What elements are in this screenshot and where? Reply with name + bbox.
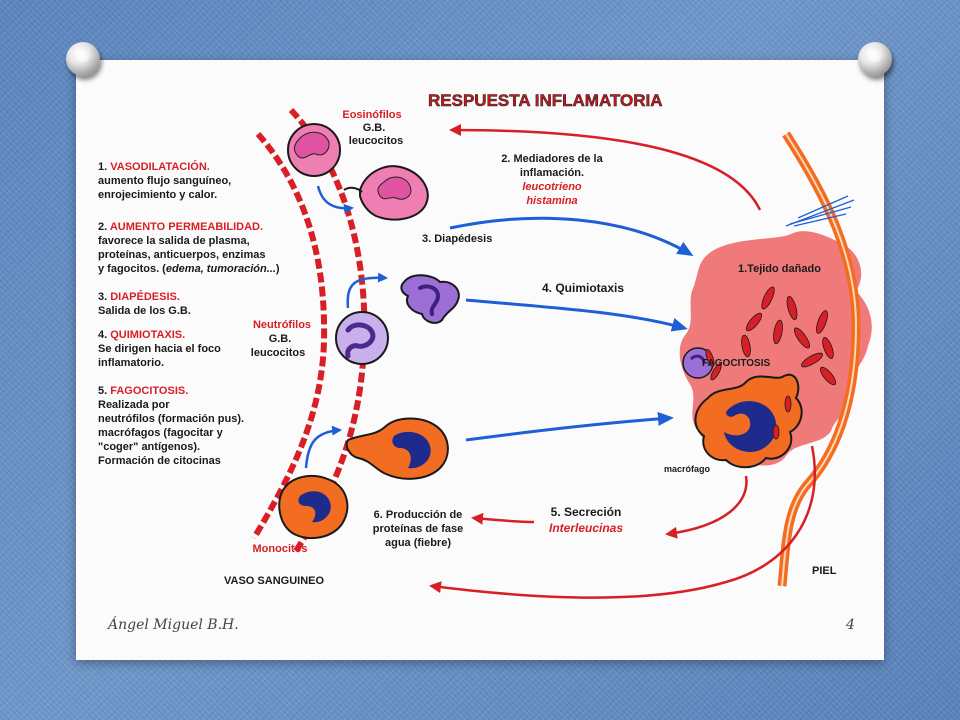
arrow-secrecion bbox=[665, 475, 748, 539]
step-3-heading: 3. DIAPÉDESIS. bbox=[98, 290, 180, 303]
inflammatory-response-diagram: RESPUESTA INFLAMATORIA 1. VASODILATACIÓN… bbox=[98, 91, 872, 599]
step-4-heading: 4. QUIMIOTAXIS. bbox=[98, 329, 185, 341]
arrow-produccion bbox=[471, 512, 535, 525]
blue-arrow-neutrophil bbox=[346, 272, 388, 309]
tejido-danado-label: 1.Tejido dañado bbox=[738, 263, 821, 275]
produccion-label: agua (fiebre) bbox=[385, 537, 451, 549]
eosinofilos-sub-label: G.B. bbox=[363, 122, 386, 134]
step-3-line: Salida de los G.B. bbox=[98, 305, 191, 317]
injury-mark-icon bbox=[785, 195, 855, 227]
step-2-line: favorece la salida de plasma, bbox=[98, 235, 250, 247]
monocitos-label: Monocitos bbox=[253, 543, 308, 555]
arrow-diapedesis bbox=[449, 216, 694, 257]
step-5-line: Realizada por bbox=[98, 399, 170, 411]
eosinofilos-sub-label: leucocitos bbox=[349, 135, 403, 147]
step-4-line: Se dirigen hacia el foco bbox=[98, 343, 221, 355]
produccion-label: 6. Producción de bbox=[374, 509, 463, 521]
arrow-quimiotaxis bbox=[465, 298, 688, 332]
secrecion-label: 5. Secreción bbox=[551, 505, 622, 519]
step-1-line: aumento flujo sanguíneo, bbox=[98, 175, 231, 187]
diapedesis-label: 3. Diapédesis bbox=[422, 233, 492, 245]
step-2-line: y fagocitos. (edema, tumoración...) bbox=[98, 263, 280, 275]
fagocitosis-label: FAGOCITOSIS bbox=[702, 358, 770, 369]
blue-arrow-monocyte bbox=[304, 425, 342, 469]
footer-author: Ángel Miguel B.H. bbox=[108, 617, 239, 633]
step-2-heading: 2. AUMENTO PERMEABILIDAD. bbox=[98, 221, 263, 233]
step-5-line: macrófagos (fagocitar y bbox=[98, 427, 224, 439]
mediadores-label: inflamación. bbox=[520, 167, 584, 179]
histamina-label: histamina bbox=[526, 195, 577, 207]
eosinofilos-label: Eosinófilos bbox=[342, 109, 401, 121]
pushpin-icon bbox=[858, 42, 892, 76]
step-5-line: neutrófilos (formación pus). bbox=[98, 413, 244, 425]
quimiotaxis-label: 4. Quimiotaxis bbox=[542, 281, 624, 295]
neutrophil-diapedesis-cell bbox=[400, 274, 460, 324]
arrow-fiebre bbox=[429, 445, 817, 599]
step-5-heading: 5. FAGOCITOSIS. bbox=[98, 385, 188, 397]
step-5-line: "coger" antígenos). bbox=[98, 441, 200, 453]
macrophage-cell bbox=[694, 373, 803, 469]
piel-label: PIEL bbox=[812, 565, 837, 577]
arrow-mediadores bbox=[449, 124, 762, 211]
eosinophil-cell bbox=[287, 123, 341, 177]
step-1-line: enrojecimiento y calor. bbox=[98, 189, 217, 201]
blue-arrow-eosinophil bbox=[316, 185, 354, 214]
footer-page-number: 4 bbox=[846, 617, 855, 633]
vaso-sanguineo-label: VASO SANGUINEO bbox=[224, 575, 324, 587]
neutrophil-cell bbox=[335, 311, 389, 365]
bacteria-group bbox=[705, 286, 837, 386]
mediadores-label: 2. Mediadores de la bbox=[501, 153, 603, 165]
monocyte-cell bbox=[278, 475, 349, 540]
monocyte-diapedesis-cell bbox=[345, 417, 449, 480]
step-4-line: inflamatorio. bbox=[98, 357, 164, 369]
macrofago-label: macrófago bbox=[664, 464, 711, 474]
arrow-monocyte-to-tissue bbox=[465, 411, 674, 442]
blood-vessel-left-wall bbox=[251, 132, 328, 540]
pushpin-icon bbox=[66, 42, 100, 76]
neutrofilos-label: Neutrófilos bbox=[253, 319, 311, 331]
step-5-line: Formación de citocinas bbox=[98, 455, 221, 467]
step-list: 1. VASODILATACIÓN. aumento flujo sanguín… bbox=[98, 160, 280, 467]
eosinophil-migrating-cell bbox=[343, 165, 429, 221]
produccion-label: proteínas de fase bbox=[373, 523, 463, 535]
neutrofilos-sub-label: leucocitos bbox=[251, 347, 305, 359]
interleucinas-label: Interleucinas bbox=[549, 521, 623, 535]
step-2-line: proteínas, anticuerpos, enzimas bbox=[98, 249, 266, 261]
neutrofilos-sub-label: G.B. bbox=[269, 333, 292, 345]
diagram-title: RESPUESTA INFLAMATORIA bbox=[428, 91, 663, 110]
leucotrieno-label: leucotrieno bbox=[522, 181, 582, 193]
step-1-heading: 1. VASODILATACIÓN. bbox=[98, 160, 210, 173]
